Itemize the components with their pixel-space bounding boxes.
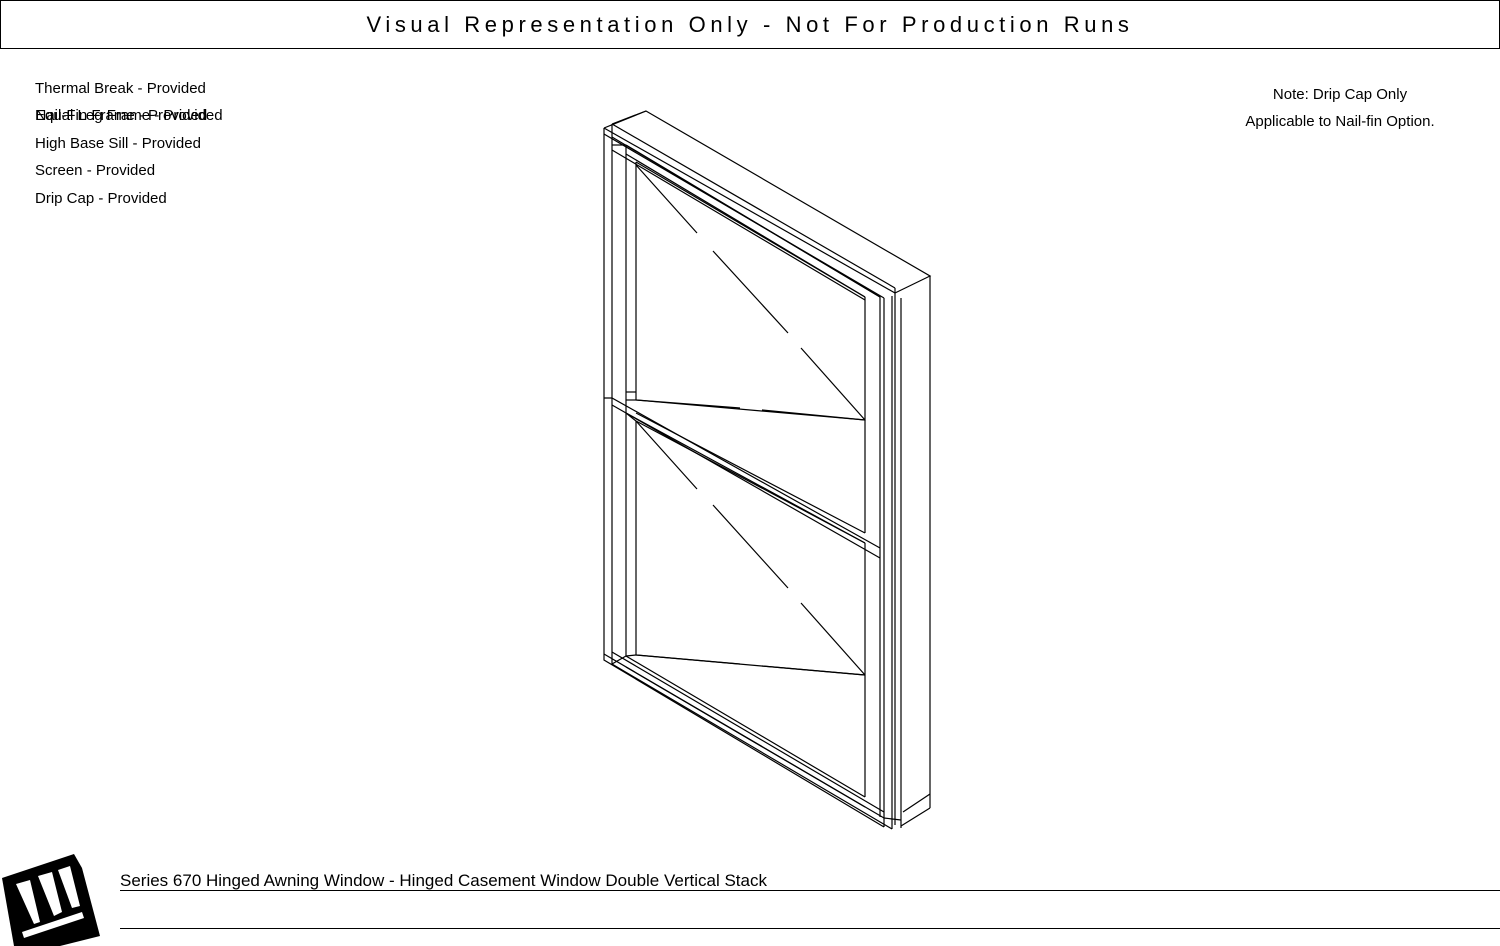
note-line-2: Applicable to Nail-fin Option. [1245,113,1435,130]
option-nail-fin-frame: Nail-Fin Frame - Provided [35,107,208,124]
meeting-rail [604,397,881,549]
header-banner: Visual Representation Only - Not For Pro… [0,0,1500,49]
option-equal-leg-frame: Equal Leg Frame - Provided [35,107,223,124]
note-line-1: Note: Drip Cap Only [1272,86,1408,103]
series-title: Series 670 Hinged Awning Window - Hinged… [120,871,767,890]
options-list: Thermal Break - Provided Equal Leg Frame… [35,80,355,220]
frame-bottom-depth-edge [900,807,931,827]
option-thermal-break: Thermal Break - Provided [35,80,206,97]
upper-sash [635,162,866,421]
title-rule-bottom [120,928,1500,929]
frame-top-depth [603,110,932,294]
header-banner-text: Visual Representation Only - Not For Pro… [366,11,1134,37]
drip-cap-note: Note: Drip Cap Only Applicable to Nail-f… [1210,81,1470,135]
w-logo-icon [2,854,100,946]
option-drip-cap: Drip Cap - Provided [35,190,167,207]
frame-top-depth-edge [611,110,647,125]
option-high-base-sill: High Base Sill - Provided [35,135,201,152]
title-rule-top [120,890,1500,891]
frame-outer-left [603,128,885,828]
option-screen: Screen - Provided [35,162,156,179]
